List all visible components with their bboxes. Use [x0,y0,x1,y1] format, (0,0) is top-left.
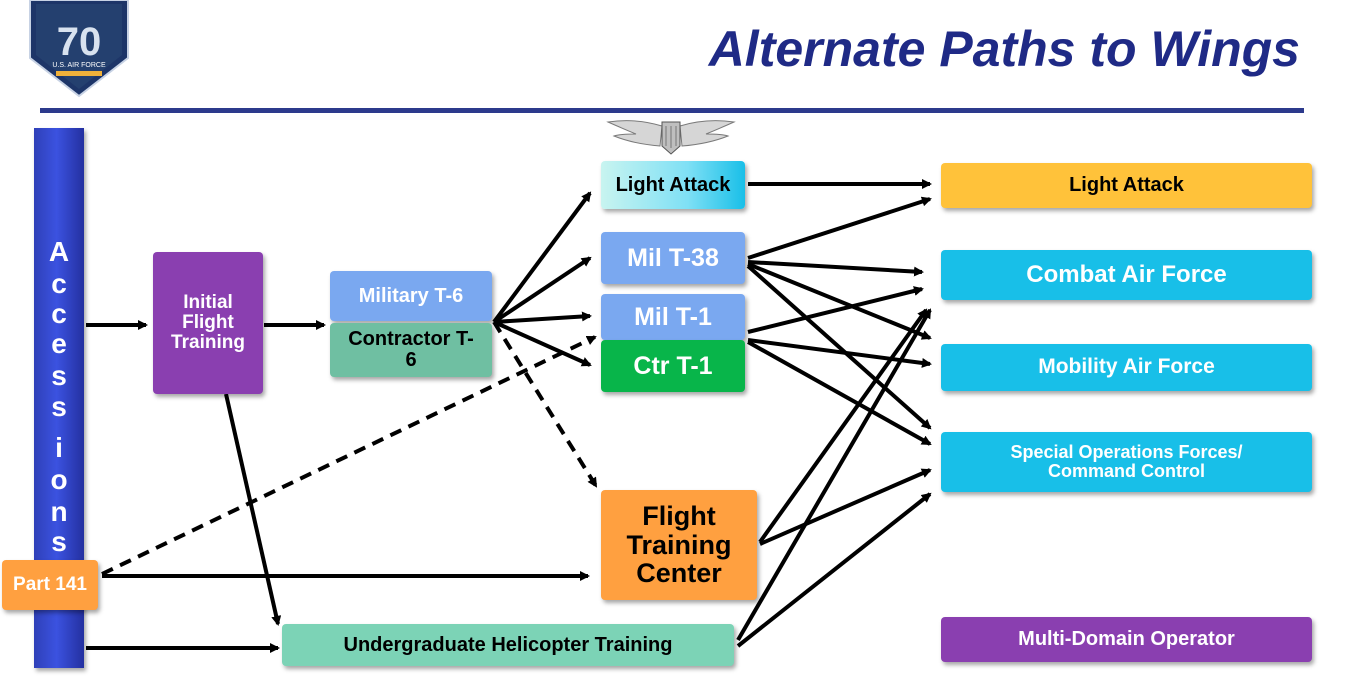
mil-t1-node: Mil T-1 [601,294,745,340]
accessions-letter: o [50,464,68,495]
logo-number: 70 [57,20,102,64]
edge-t6-to-ctr-t1 [493,320,592,367]
edge-t38-to-light-attack [747,196,932,260]
edge-t1-to-caf [747,286,924,334]
mil-t38-node: Mil T-38 [601,232,745,284]
page-title: Alternate Paths to Wings [708,21,1300,77]
logo-text: U.S. AIR FORCE [52,62,106,69]
light-attack-track-node: Light Attack [601,161,745,209]
edge-t6-to-mil-t38 [492,256,592,324]
edge-t6-to-ftc-dashed [492,320,598,488]
edge-ftc-to-sof [759,468,932,546]
outcome-mobility-air-force: Mobility Air Force [941,344,1312,391]
accessions-letter: s [51,391,67,422]
accessions-letter: c [51,268,67,299]
edge-ftc-to-caf [758,308,928,544]
edge-t38-to-maf [747,262,932,340]
edge-ctr-t1-to-sof [747,340,932,446]
edge-t38-to-sof [746,264,932,430]
edge-t38-to-caf [747,260,924,277]
pilot-wings-icon [606,120,736,155]
accessions-letter: e [51,328,67,359]
outcome-light-attack: Light Attack [941,163,1312,208]
accessions-letter: c [51,298,67,329]
accessions-letter: s [51,360,67,391]
edge-uht-to-maf [736,308,932,642]
edge-t6-to-light-attack [492,191,592,324]
accessions-letter: n [50,496,68,527]
edge-part141-to-mil-t1-dashed [101,335,597,576]
initial-flight-training-node: Initial Flight Training [153,252,263,394]
flight-training-center-node: Flight Training Center [601,490,757,600]
outcome-multi-domain-operator: Multi-Domain Operator [941,617,1312,662]
ctr-t1-node: Ctr T-1 [601,340,745,392]
accessions-letter: s [51,526,67,557]
accessions-letter: i [55,432,63,463]
part-141-node: Part 141 [2,560,98,610]
contractor-t6-node: Contractor T-6 [330,323,492,377]
edge-t6-to-mil-t1 [493,311,592,324]
military-t6-node: Military T-6 [330,271,492,321]
usaf-70-logo: 70 U.S. AIR FORCE [29,0,129,98]
outcome-special-operations: Special Operations Forces/ Command Contr… [941,432,1312,492]
edge-initial-to-uht [224,393,282,626]
outcome-combat-air-force: Combat Air Force [941,250,1312,300]
title-divider [40,108,1304,113]
accessions-letter: A [48,236,70,267]
undergraduate-helicopter-training-node: Undergraduate Helicopter Training [282,624,734,666]
edge-uht-to-sof [736,492,932,648]
